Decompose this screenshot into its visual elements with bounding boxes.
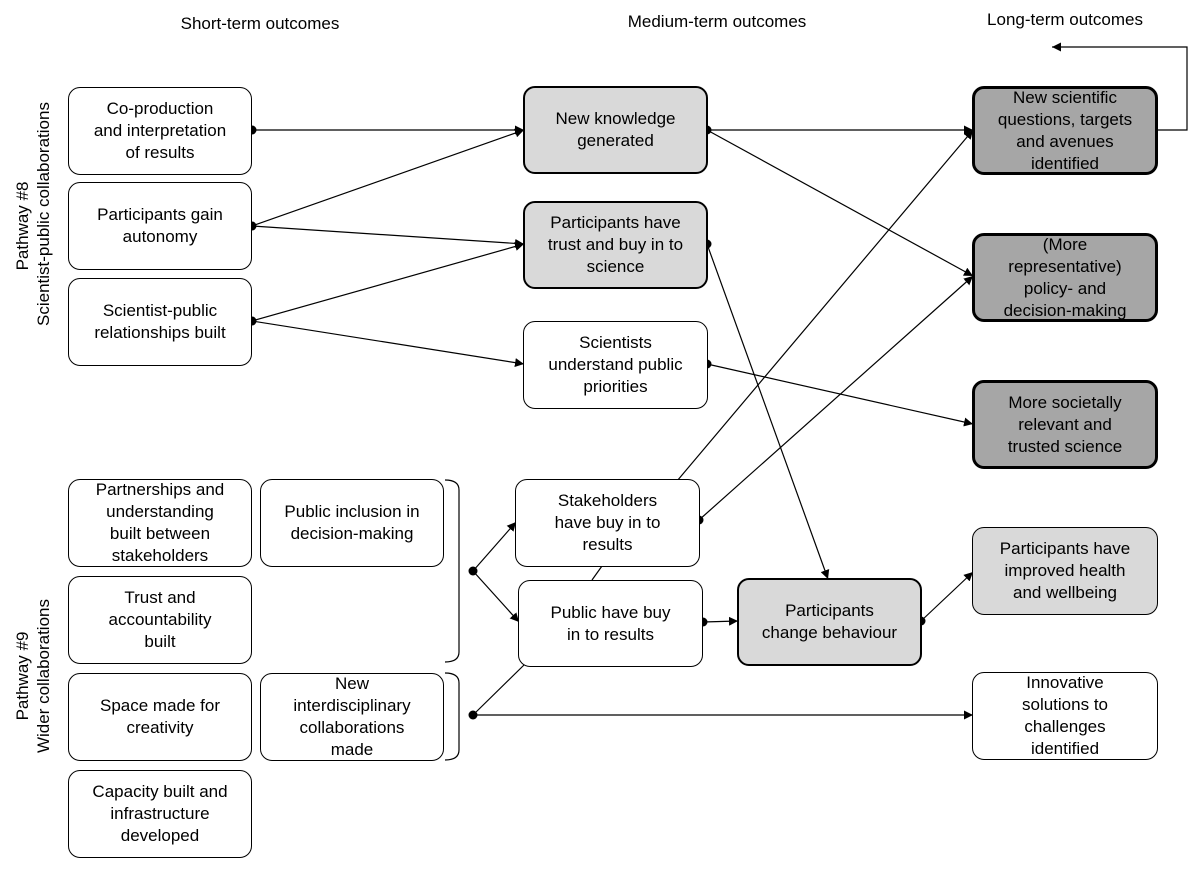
node-interdisciplinary-label: New interdisciplinary collaborations mad… — [293, 674, 411, 759]
pathway-8-number: Pathway #8 — [13, 181, 32, 271]
node-interdisciplinary: New interdisciplinary collaborations mad… — [260, 673, 444, 761]
column-heading-short: Short-term outcomes — [180, 14, 340, 33]
pathway-9-name: Wider collaborations — [34, 599, 53, 754]
line-bracket2-to-public — [472, 664, 525, 716]
node-stakeholders-buyin: Stakeholders have buy in to results — [515, 479, 700, 567]
node-change-behaviour: Participants change behaviour — [737, 578, 922, 666]
bracket-lower — [444, 672, 460, 761]
arrow-trust-to-behaviour — [706, 243, 830, 580]
node-policy: (More representative) policy- and decisi… — [972, 233, 1158, 322]
node-relationships: Scientist-public relationships built — [68, 278, 252, 366]
node-societal-science-label: More societally relevant and trusted sci… — [1007, 392, 1123, 456]
bracket-upper — [444, 479, 460, 663]
node-innovative: Innovative solutions to challenges ident… — [972, 672, 1158, 760]
node-health: Participants have improved health and we… — [972, 527, 1158, 615]
node-new-questions-label: New scientific questions, targets and av… — [997, 87, 1133, 173]
node-new-questions: New scientific questions, targets and av… — [972, 86, 1158, 175]
node-trust-science-label: Participants have trust and buy in to sc… — [547, 213, 684, 276]
arrow-bracket1-to-stakeholders — [472, 521, 517, 572]
node-innovative-label: Innovative solutions to challenges ident… — [1022, 673, 1108, 758]
arrow-stakeholders-to-questions — [676, 129, 974, 482]
feedback-loop-arrow — [1052, 42, 1188, 131]
node-trust-accountability: Trust and accountability built — [68, 576, 252, 664]
node-autonomy-label: Participants gain autonomy — [97, 205, 223, 246]
node-stakeholders-buyin-label: Stakeholders have buy in to results — [554, 491, 661, 554]
node-public-inclusion-label: Public inclusion in decision-making — [284, 502, 420, 543]
node-scientists-understand-label: Scientists understand public priorities — [548, 333, 683, 396]
node-trust-science: Participants have trust and buy in to sc… — [523, 201, 708, 289]
pathway-9-label: Pathway #9 Wider collaborations — [12, 576, 54, 776]
node-societal-science: More societally relevant and trusted sci… — [972, 380, 1158, 469]
node-capacity: Capacity built and infrastructure develo… — [68, 770, 252, 858]
node-relationships-label: Scientist-public relationships built — [94, 301, 226, 342]
pathway-9-number: Pathway #9 — [13, 631, 32, 721]
node-coproduction-label: Co-production and interpretation of resu… — [93, 99, 227, 162]
arrow-stakeholders-to-policy — [698, 275, 974, 521]
node-autonomy: Participants gain autonomy — [68, 182, 252, 270]
node-new-knowledge-label: New knowledge generated — [555, 109, 676, 150]
column-heading-medium: Medium-term outcomes — [627, 12, 807, 31]
node-health-label: Participants have improved health and we… — [999, 539, 1131, 602]
pathway-8-name: Scientist-public collaborations — [34, 102, 53, 326]
arrow-relationships-to-trust — [251, 242, 525, 322]
node-new-knowledge: New knowledge generated — [523, 86, 708, 174]
arrow-knowledge-to-policy — [706, 129, 974, 277]
dot-bracket-upper — [468, 566, 478, 576]
node-coproduction: Co-production and interpretation of resu… — [68, 87, 252, 175]
node-public-buyin: Public have buy in to results — [518, 580, 703, 667]
arrow-bracket1-to-public — [472, 570, 520, 623]
arrow-public-to-behaviour — [702, 616, 739, 626]
node-partnerships-label: Partnerships and understanding built bet… — [95, 480, 225, 565]
dot-bracket-lower — [468, 710, 478, 720]
arrow-behaviour-to-health — [920, 571, 974, 622]
node-scientists-understand: Scientists understand public priorities — [523, 321, 708, 409]
node-trust-accountability-label: Trust and accountability built — [108, 588, 212, 651]
node-change-behaviour-label: Participants change behaviour — [761, 601, 898, 642]
node-public-inclusion: Public inclusion in decision-making — [260, 479, 444, 567]
node-creativity-label: Space made for creativity — [99, 696, 220, 737]
node-capacity-label: Capacity built and infrastructure develo… — [92, 782, 228, 845]
node-public-buyin-label: Public have buy in to results — [550, 602, 671, 644]
pathway-8-label: Pathway #8 Scientist-public collaboratio… — [12, 102, 54, 326]
node-creativity: Space made for creativity — [68, 673, 252, 761]
column-heading-long: Long-term outcomes — [987, 10, 1143, 29]
line-public-to-stakeholders — [591, 565, 603, 581]
arrow-autonomy-to-knowledge — [251, 128, 525, 227]
arrow-relationships-to-understand — [251, 320, 525, 368]
node-partnerships: Partnerships and understanding built bet… — [68, 479, 252, 567]
node-policy-label: (More representative) policy- and decisi… — [1003, 234, 1127, 320]
arrow-autonomy-to-trust — [251, 225, 525, 248]
